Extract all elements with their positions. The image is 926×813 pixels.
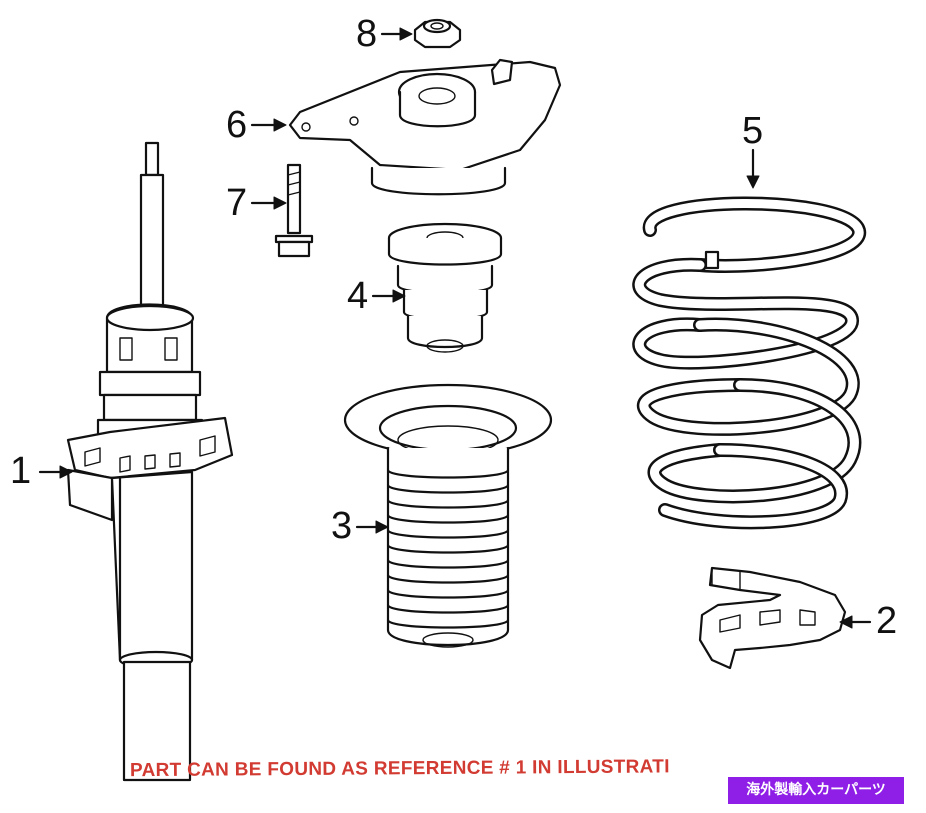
bolt [274, 163, 314, 258]
shop-badge: 海外製輸入カーパーツ [728, 777, 904, 804]
callout-8: 8 [356, 13, 378, 55]
callout-2: 2 [876, 600, 898, 642]
bump-stop [387, 222, 503, 353]
strut-mount [288, 58, 562, 196]
callout-4: 4 [347, 275, 369, 317]
top-nut [413, 18, 462, 49]
callout-1: 1 [10, 450, 32, 492]
spring-insulator [698, 566, 847, 670]
callout-3: 3 [331, 505, 353, 547]
callout-6: 6 [226, 104, 248, 146]
callout-5: 5 [742, 110, 764, 152]
dust-boot [343, 383, 553, 648]
callout-7: 7 [226, 182, 248, 224]
coil-spring [632, 196, 867, 530]
strut-assembly [66, 141, 234, 782]
reference-note: PART CAN BE FOUND AS REFERENCE # 1 IN IL… [129, 756, 670, 782]
leader-arrows [38, 27, 872, 629]
